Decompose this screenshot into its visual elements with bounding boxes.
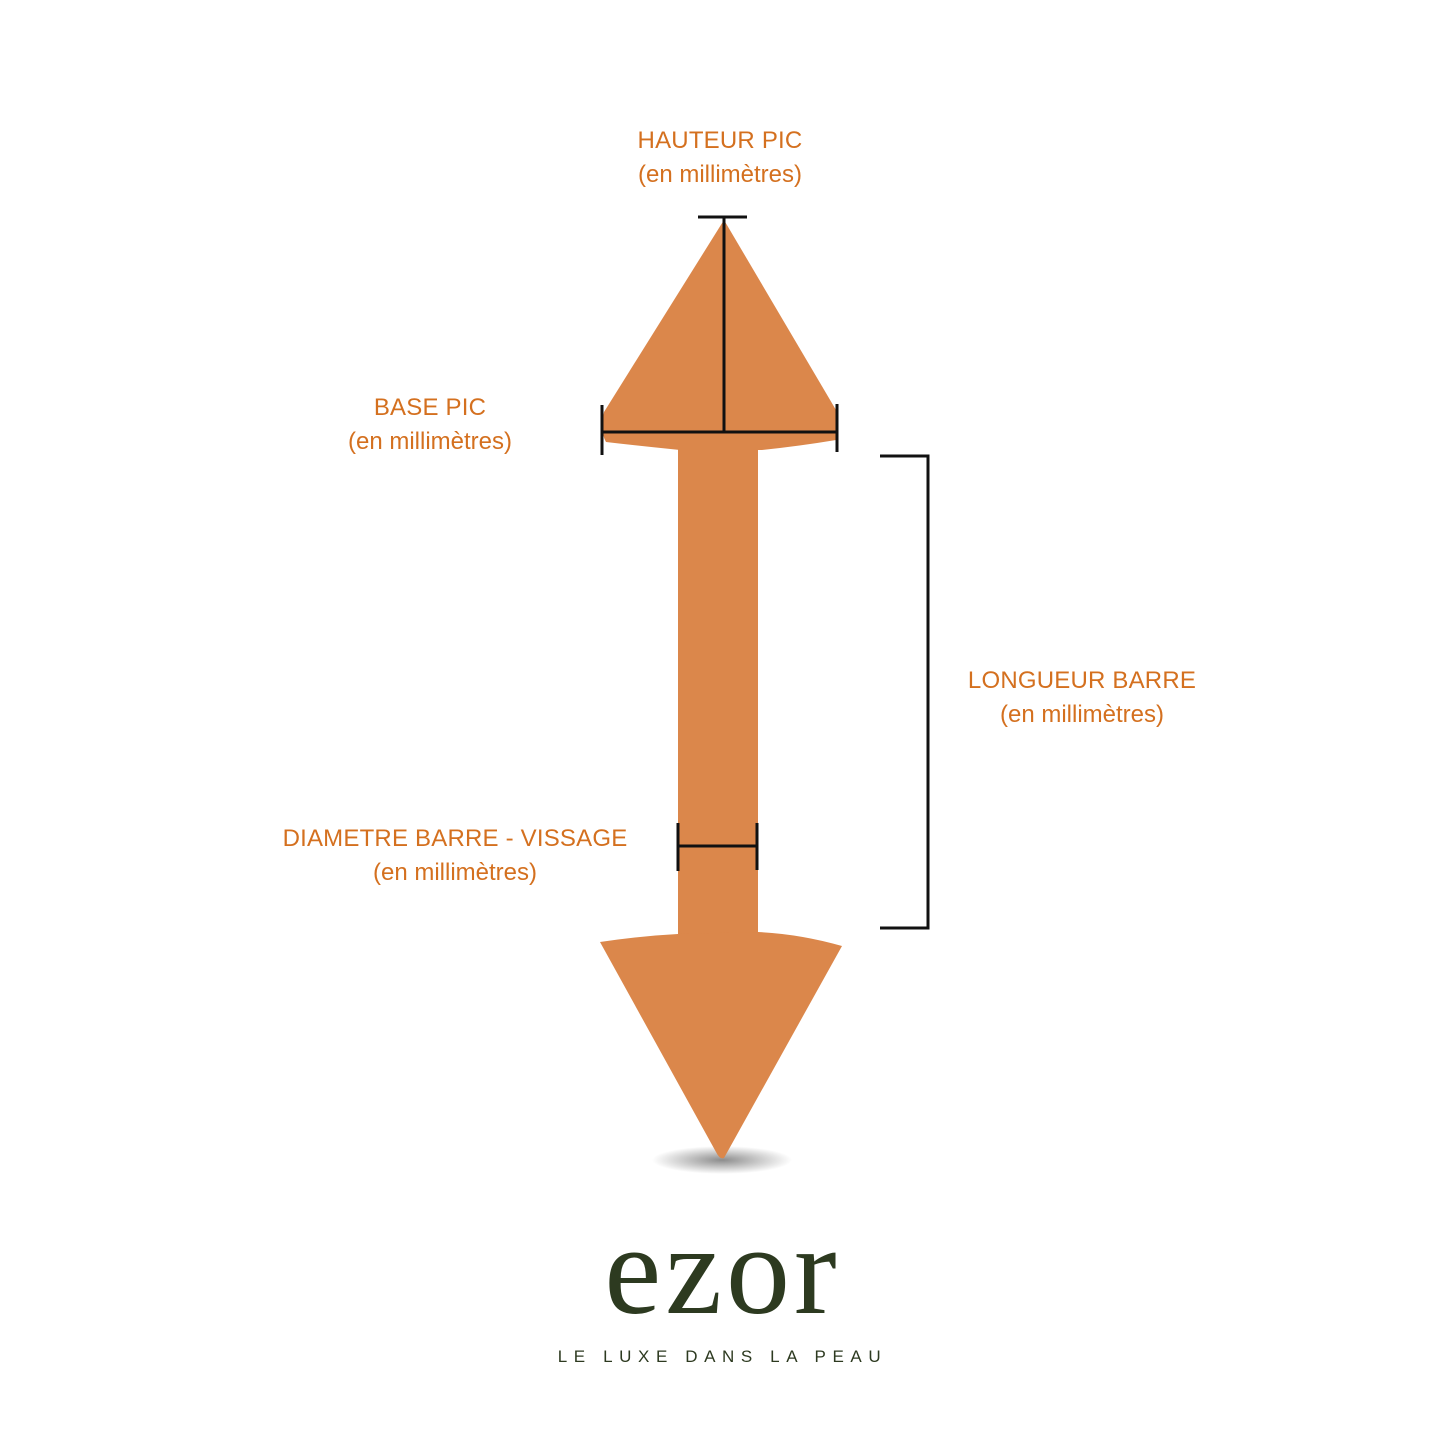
length-bracket bbox=[880, 454, 930, 930]
diameter-measure bbox=[676, 823, 759, 871]
height-measure bbox=[698, 215, 747, 432]
label-hauteur-pic-title: HAUTEUR PIC bbox=[637, 127, 803, 154]
top-spike bbox=[602, 220, 838, 450]
label-base-pic-title: BASE PIC bbox=[373, 394, 487, 421]
label-hauteur-pic-unit: (en millimètres) bbox=[637, 161, 803, 188]
label-diametre-barre-unit: (en millimètres) bbox=[372, 859, 537, 886]
base-measure bbox=[600, 404, 839, 455]
label-hauteur-pic: HAUTEUR PIC (en millimètres) bbox=[638, 124, 803, 192]
label-diametre-barre: DIAMETRE BARRE - VISSAGE (en millimètres… bbox=[283, 822, 628, 890]
bar-shaft bbox=[678, 440, 758, 950]
bottom-spike bbox=[600, 932, 842, 1159]
label-longueur-barre-title: LONGUEUR BARRE bbox=[967, 667, 1197, 694]
label-longueur-barre-unit: (en millimètres) bbox=[999, 701, 1164, 728]
label-base-pic: BASE PIC (en millimètres) bbox=[348, 391, 512, 459]
brand-wordmark: ezor bbox=[604, 1199, 841, 1341]
brand-tagline: LE LUXE DANS LA PEAU bbox=[557, 1347, 888, 1366]
label-longueur-barre: LONGUEUR BARRE (en millimètres) bbox=[968, 664, 1196, 732]
label-base-pic-unit: (en millimètres) bbox=[347, 428, 513, 455]
tip-shadow bbox=[652, 1146, 792, 1174]
label-diametre-barre-title: DIAMETRE BARRE - VISSAGE bbox=[282, 825, 628, 852]
brand-logo: ezor LE LUXE DANS LA PEAU bbox=[558, 1205, 887, 1367]
